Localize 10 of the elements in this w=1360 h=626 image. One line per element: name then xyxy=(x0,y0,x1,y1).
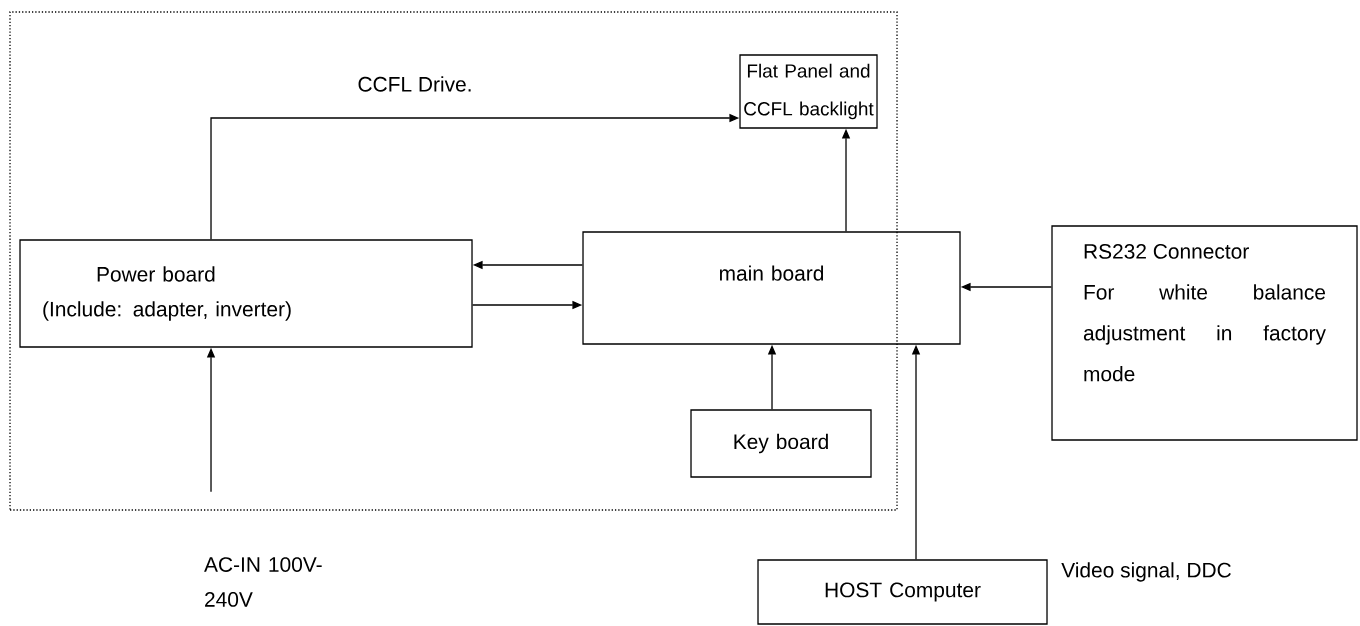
edge-label: CCFL Drive. xyxy=(356,75,474,93)
bare-text: AC-IN 100V-240V xyxy=(204,557,322,607)
process-box: RS232 Connector For white balance adjustment in factory mode xyxy=(1051,225,1358,441)
process-box: main board xyxy=(582,231,961,345)
beside-label: Video signal, DDC xyxy=(1061,562,1231,582)
process-box: HOST Computer xyxy=(757,559,1048,625)
process-box: Flat Panel and CCFL backlight xyxy=(739,54,878,129)
dotted-frame xyxy=(9,11,898,511)
process-box: Key board xyxy=(690,409,872,478)
process-box: Power board (Include: adapter, inverter) xyxy=(19,239,473,348)
